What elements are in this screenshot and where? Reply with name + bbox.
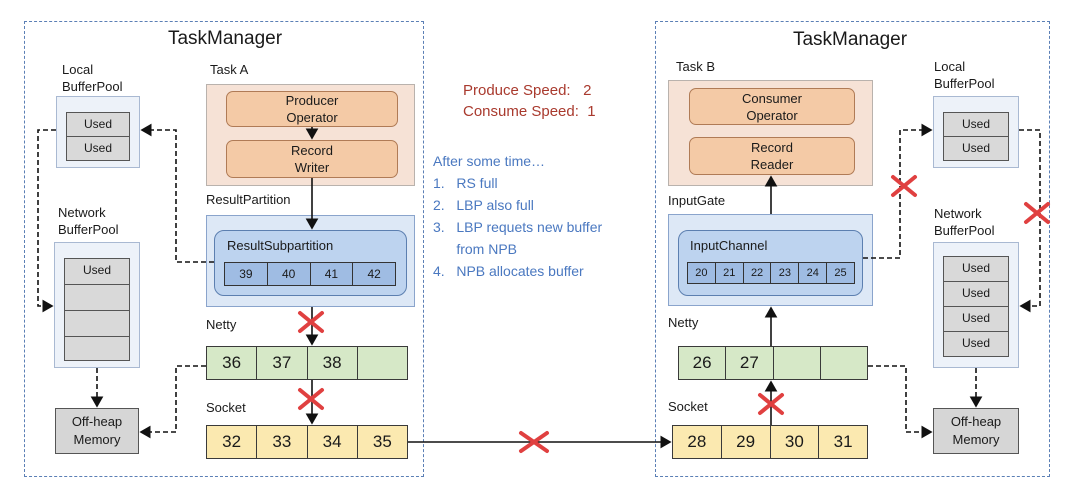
note-step: 2. LBP also full [433, 197, 534, 213]
socket-cell: 35 [372, 432, 392, 451]
blocked-x-icon [519, 431, 549, 453]
result-subpartition-label: ResultSubpartition [227, 238, 334, 253]
produce-speed: Produce Speed: 2 [463, 82, 592, 99]
left-taskmanager [24, 21, 424, 477]
right-network-slot: Used [943, 331, 1009, 357]
socket-cell: 34 [308, 426, 358, 458]
dash-netty-to-offheap-right [868, 365, 933, 439]
dash-channel-to-local-right [863, 123, 933, 259]
buffer-cell: 25 [834, 267, 847, 279]
left-local-slot: Used [66, 112, 130, 137]
blocked-x-icon [1024, 202, 1050, 224]
note-step: 3. LBP requets new buffer [433, 219, 603, 235]
netty-cell: 26 [679, 347, 727, 379]
netty-cell: 37 [257, 347, 308, 379]
right-taskmanager-title: TaskManager [792, 29, 908, 50]
netty-cell [774, 347, 821, 379]
socket-cell: 30 [771, 426, 820, 458]
left-netty-buffers: 36 37 38 [206, 346, 408, 380]
right-local-slot: Used [943, 112, 1009, 137]
netty-cell: 36 [207, 347, 258, 379]
note-step: 1. RS full [433, 175, 498, 191]
input-channel-label: InputChannel [690, 238, 768, 253]
left-network-slot [64, 336, 130, 361]
socket-cell: 29 [722, 426, 771, 458]
input-channel-buffers: 20 21 22 23 24 25 [687, 262, 855, 284]
left-netty-label: Netty [206, 317, 237, 332]
consume-speed: Consume Speed: 1 [463, 103, 596, 120]
right-network-slot: Used [943, 256, 1009, 282]
left-local-slot: Used [66, 136, 130, 161]
buffer-cell: 23 [771, 263, 800, 283]
right-socket-buffers: 28 29 30 31 [672, 425, 868, 459]
dash-subpartition-to-local-left [140, 123, 214, 263]
right-netty-buffers: 26 27 [678, 346, 868, 380]
right-network-slot: Used [943, 281, 1009, 307]
buffer-cell: 20 [688, 263, 716, 283]
dash-netty-to-offheap-left [139, 365, 206, 439]
dash-local-to-network-left [37, 129, 56, 313]
socket-cell: 32 [207, 426, 258, 458]
buffer-cell: 24 [799, 263, 828, 283]
buffer-cell: 39 [225, 263, 268, 285]
right-local-slot: Used [943, 136, 1009, 161]
left-network-slot [64, 284, 130, 311]
note-step: 4. NPB allocates buffer [433, 263, 584, 279]
speed-info: Produce Speed: 2 Consume Speed: 1 [463, 80, 643, 122]
socket-cell: 31 [833, 432, 853, 451]
right-netty-label: Netty [668, 315, 699, 330]
note-step: from NPB [433, 241, 518, 257]
buffer-cell: 40 [268, 263, 311, 285]
netty-cell: 38 [308, 347, 358, 379]
blocked-x-icon [298, 388, 324, 410]
buffer-cell: 22 [744, 263, 772, 283]
buffer-cell: 41 [311, 263, 354, 285]
blocked-x-icon [758, 393, 784, 415]
left-socket-label: Socket [206, 400, 246, 415]
task-a-label: Task A [210, 62, 249, 77]
socket-cell: 33 [257, 426, 308, 458]
socket-cell: 28 [673, 426, 722, 458]
task-b-label: Task B [676, 59, 716, 74]
right-taskmanager [655, 21, 1050, 477]
blocked-x-icon [298, 311, 324, 333]
blocked-x-icon [891, 175, 917, 197]
right-socket-label: Socket [668, 399, 708, 414]
input-gate-label: InputGate [668, 193, 726, 208]
left-socket-buffers: 32 33 34 35 [206, 425, 408, 459]
buffer-cell: 21 [716, 263, 744, 283]
buffer-cell: 42 [367, 267, 381, 281]
netty-cell: 27 [726, 347, 774, 379]
left-taskmanager-title: TaskManager [167, 28, 283, 49]
result-partition-label: ResultPartition [206, 192, 291, 207]
left-network-slot: Used [64, 258, 130, 285]
after-title: After some time… [433, 153, 546, 169]
result-subpartition-buffers: 39 40 41 42 [224, 262, 396, 286]
after-some-time-notes: After some time… 1. RS full 2. LBP also … [433, 150, 648, 282]
